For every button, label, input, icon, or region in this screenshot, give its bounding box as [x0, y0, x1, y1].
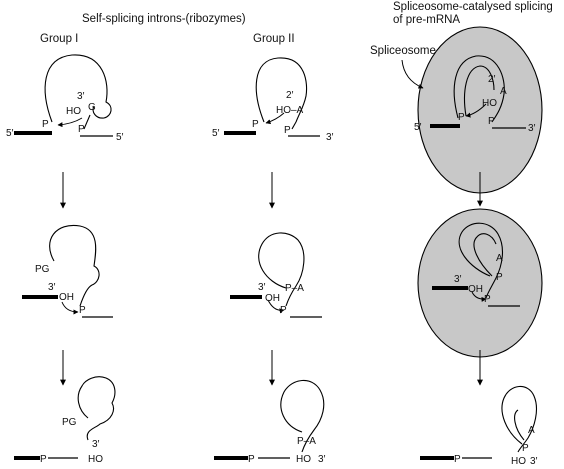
- header-group2: Group II: [253, 33, 295, 45]
- intron-loop: [458, 222, 504, 299]
- sp1-a: A: [500, 86, 507, 97]
- g2s3-3prime: 3′: [318, 454, 326, 465]
- sp1-2prime: 2′: [488, 74, 496, 85]
- header-group1: Group I: [40, 33, 78, 45]
- sp1-5prime: 5′: [414, 122, 422, 133]
- spliceosome-oval-2: [417, 208, 543, 358]
- intron-link: [83, 114, 91, 130]
- sp1-p-right: P: [488, 116, 495, 127]
- g1s3-3prime: 3′: [92, 439, 100, 450]
- g2s1-p-left: P: [252, 119, 259, 130]
- g1s1-3prime: 3′: [77, 91, 85, 102]
- g2s2-3prime: 3′: [258, 282, 266, 293]
- intron-loop: [258, 232, 305, 307]
- header-self-splicing: Self-splicing introns-(ribozymes): [82, 13, 246, 25]
- g1s3-ho: HO: [88, 454, 103, 465]
- g1s1-p-right: P: [78, 124, 85, 135]
- sp3-a: A: [528, 425, 535, 436]
- group2-step3: P P–A HO 3′: [214, 379, 326, 465]
- g2s1-5prime: 5′: [212, 128, 220, 139]
- sp1-ho: HO: [482, 98, 497, 109]
- g1s1-5prime-left: 5′: [6, 128, 14, 139]
- sp1-3prime: 3′: [528, 123, 536, 134]
- attack-arrow: [465, 103, 487, 118]
- g1s1-5prime-right: 5′: [116, 132, 124, 143]
- g2s2-p: P: [280, 305, 287, 316]
- header-spliceosome-line2: of pre-mRNA: [393, 14, 460, 26]
- spliceosome-step1: 5′ P P 3′ 2′ A HO: [414, 55, 536, 134]
- group2-step2: 3′ P–A OH P: [230, 232, 322, 318]
- attack-arrow: [265, 112, 285, 125]
- g1s2-pg: PG: [35, 264, 50, 275]
- g2s2-pa: P–A: [285, 283, 304, 294]
- g1s1-ho: HO: [66, 106, 81, 117]
- g1s2-3prime: 3′: [48, 282, 56, 293]
- lariat-loop: [77, 376, 116, 441]
- attack-arrow: [471, 291, 487, 302]
- g1s1-p-left: P: [42, 119, 49, 130]
- sp2-p-top: P: [496, 272, 503, 283]
- sp2-3prime: 3′: [454, 274, 462, 285]
- spliceosome-label: Spliceosome: [370, 45, 436, 57]
- g1s3-p: P: [40, 454, 47, 465]
- g1s3-pg: PG: [62, 417, 77, 428]
- sp3-p-top: P: [522, 443, 529, 454]
- sp3-p: P: [454, 454, 461, 465]
- g2s1-ho-a: HO–A: [276, 105, 304, 116]
- g2s3-p: P: [248, 454, 255, 465]
- group1-step3: P PG 3′ HO: [14, 376, 116, 465]
- group2-step1: 5′ P P 3′ 2′ HO–A: [212, 57, 334, 143]
- sp3-3prime: 3′: [530, 456, 538, 467]
- intron-loop: [44, 54, 112, 123]
- lariat-loop: [280, 379, 325, 453]
- g2s1-2prime: 2′: [286, 90, 294, 101]
- g1s1-g: G: [88, 102, 96, 113]
- attack-arrow: [61, 301, 79, 315]
- intron-loop: [49, 224, 100, 307]
- g2s3-pa: P–A: [297, 436, 316, 447]
- g2s1-p-right: P: [284, 125, 291, 136]
- intron-loop: [453, 55, 505, 123]
- sp3-ho: HO: [511, 456, 526, 467]
- intron-link: [291, 121, 297, 130]
- spliceosome-oval-1: [417, 26, 543, 194]
- spliceosome-step2: A P 3′ OH P: [432, 222, 520, 307]
- sp1-p-left: P: [458, 112, 465, 123]
- lariat-inner: [514, 409, 525, 441]
- header-spliceosome-line1: Spliceosome-catalysed splicing: [393, 1, 553, 13]
- group1-step1: 5′ P P 5′ 3′ HO G: [6, 54, 124, 143]
- g2s1-3prime: 3′: [326, 132, 334, 143]
- group1-step2: PG 3′ OH P: [22, 224, 113, 318]
- lariat-loop: [501, 385, 537, 453]
- intron-inner: [463, 65, 495, 117]
- g1s2-p: P: [79, 305, 86, 316]
- spliceosome-pointer: [401, 59, 424, 89]
- intron-inner: [473, 233, 497, 277]
- sp2-oh: OH: [468, 284, 483, 295]
- g2s2-oh: OH: [265, 293, 280, 304]
- sp2-p: P: [484, 294, 491, 305]
- g1s2-oh: OH: [59, 292, 74, 303]
- spliceosome-step3: P A P HO 3′: [420, 385, 538, 467]
- attack-arrow: [267, 299, 285, 314]
- attack-arrow: [57, 117, 83, 128]
- sp2-a: A: [496, 253, 503, 264]
- g2s3-ho: HO: [296, 454, 311, 465]
- intron-loop: [255, 57, 308, 123]
